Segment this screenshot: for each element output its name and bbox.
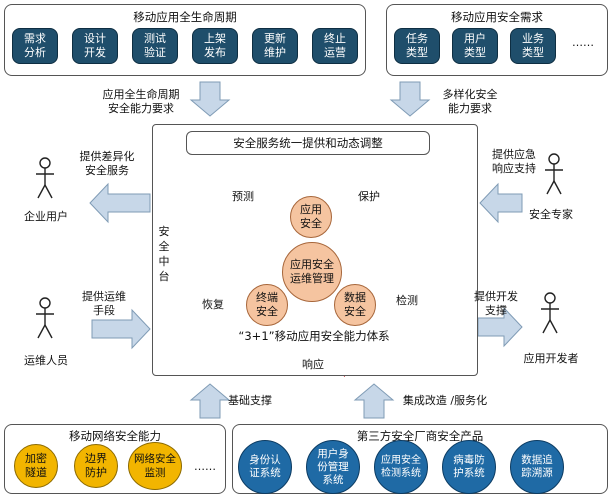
developer-figure	[541, 292, 559, 334]
terminal-security-circle: 终端 安全	[246, 284, 288, 326]
product-app-security-detection: 应用安全 检测系统	[374, 440, 428, 494]
cycle-detect: 检测	[396, 294, 418, 307]
lifecycle-step-release: 上架 发布	[192, 28, 238, 64]
up-arrow-network	[189, 383, 231, 419]
label-diverse-requirement: 多样化安全 能力要求	[442, 88, 498, 115]
need-business-type: 业务 类型	[510, 28, 556, 64]
platform-banner: 安全服务统一提供和动态调整	[186, 131, 430, 155]
down-arrow-needs	[389, 81, 431, 117]
left-arrow-enterprise	[89, 182, 151, 224]
need-task-type: 任务 类型	[394, 28, 440, 64]
product-antivirus: 病毒防 护系统	[442, 440, 496, 494]
down-arrow-lifecycle	[189, 81, 231, 117]
lifecycle-title: 移动应用全生命周期	[133, 10, 237, 24]
actor-enterprise-label: 企业用户	[24, 210, 68, 223]
data-security-circle: 数据 安全	[334, 284, 376, 326]
right-arrow-ops	[91, 308, 151, 350]
actor-expert-label: 安全专家	[529, 208, 573, 221]
lifecycle-step-terminate: 终止 运营	[312, 28, 358, 64]
cycle-predict: 预测	[232, 190, 254, 203]
lifecycle-step-testing: 测试 验证	[132, 28, 178, 64]
cycle-recover: 恢复	[202, 298, 224, 311]
network-border-protection: 边界 防护	[74, 444, 118, 488]
label-emergency-response: 提供应急 响应支持	[492, 148, 536, 175]
right-arrow-developer	[477, 306, 523, 348]
network-title: 移动网络安全能力	[69, 429, 161, 443]
label-ops-means: 提供运维 手段	[82, 290, 126, 317]
network-encrypted-tunnel: 加密 隧道	[14, 444, 58, 488]
network-more-ellipsis: ……	[194, 460, 216, 473]
label-lifecycle-requirement: 应用全生命周期 安全能力要求	[102, 88, 180, 115]
lifecycle-step-maintain: 更新 维护	[252, 28, 298, 64]
app-security-circle: 应用 安全	[290, 196, 332, 238]
lifecycle-step-design: 设计 开发	[72, 28, 118, 64]
cycle-protect: 保护	[358, 190, 380, 203]
product-identity-auth: 身份认 证系统	[238, 440, 292, 494]
actor-ops-label: 运维人员	[24, 354, 68, 367]
up-arrow-thirdparty	[353, 383, 395, 419]
security-needs-title: 移动应用安全需求	[451, 10, 543, 24]
network-security-monitoring: 网络安全 监测	[128, 442, 182, 490]
label-differentiated-service: 提供差异化 安全服务	[79, 150, 135, 177]
enterprise-user-figure	[36, 157, 54, 199]
lifecycle-step-requirements: 需求 分析	[12, 28, 58, 64]
ops-management-circle: 应用安全 运维管理	[282, 242, 342, 302]
product-data-tracing: 数据追 踪溯源	[510, 440, 564, 494]
lifecycle-box: 移动应用全生命周期	[4, 4, 366, 76]
platform-side-label: 安全 中台	[158, 225, 170, 283]
third-party-title: 第三方安全厂商安全产品	[356, 429, 484, 443]
label-integration: 集成改造 /服务化	[402, 394, 488, 407]
need-more-ellipsis: ……	[572, 36, 594, 49]
need-user-type: 用户 类型	[452, 28, 498, 64]
actor-developer-label: 应用开发者	[523, 352, 579, 365]
capability-system-label: “3+1”移动应用安全能力体系	[238, 329, 390, 343]
label-base-support: 基础支撑	[228, 394, 272, 407]
product-user-identity-mgmt: 用户身 份管理 系统	[306, 440, 360, 494]
left-arrow-expert	[479, 182, 523, 224]
ops-figure	[36, 297, 54, 339]
cycle-respond: 响应	[302, 358, 324, 371]
expert-figure	[545, 153, 563, 195]
label-dev-support: 提供开发 支撑	[474, 290, 518, 317]
platform-banner-text: 安全服务统一提供和动态调整	[233, 136, 383, 150]
